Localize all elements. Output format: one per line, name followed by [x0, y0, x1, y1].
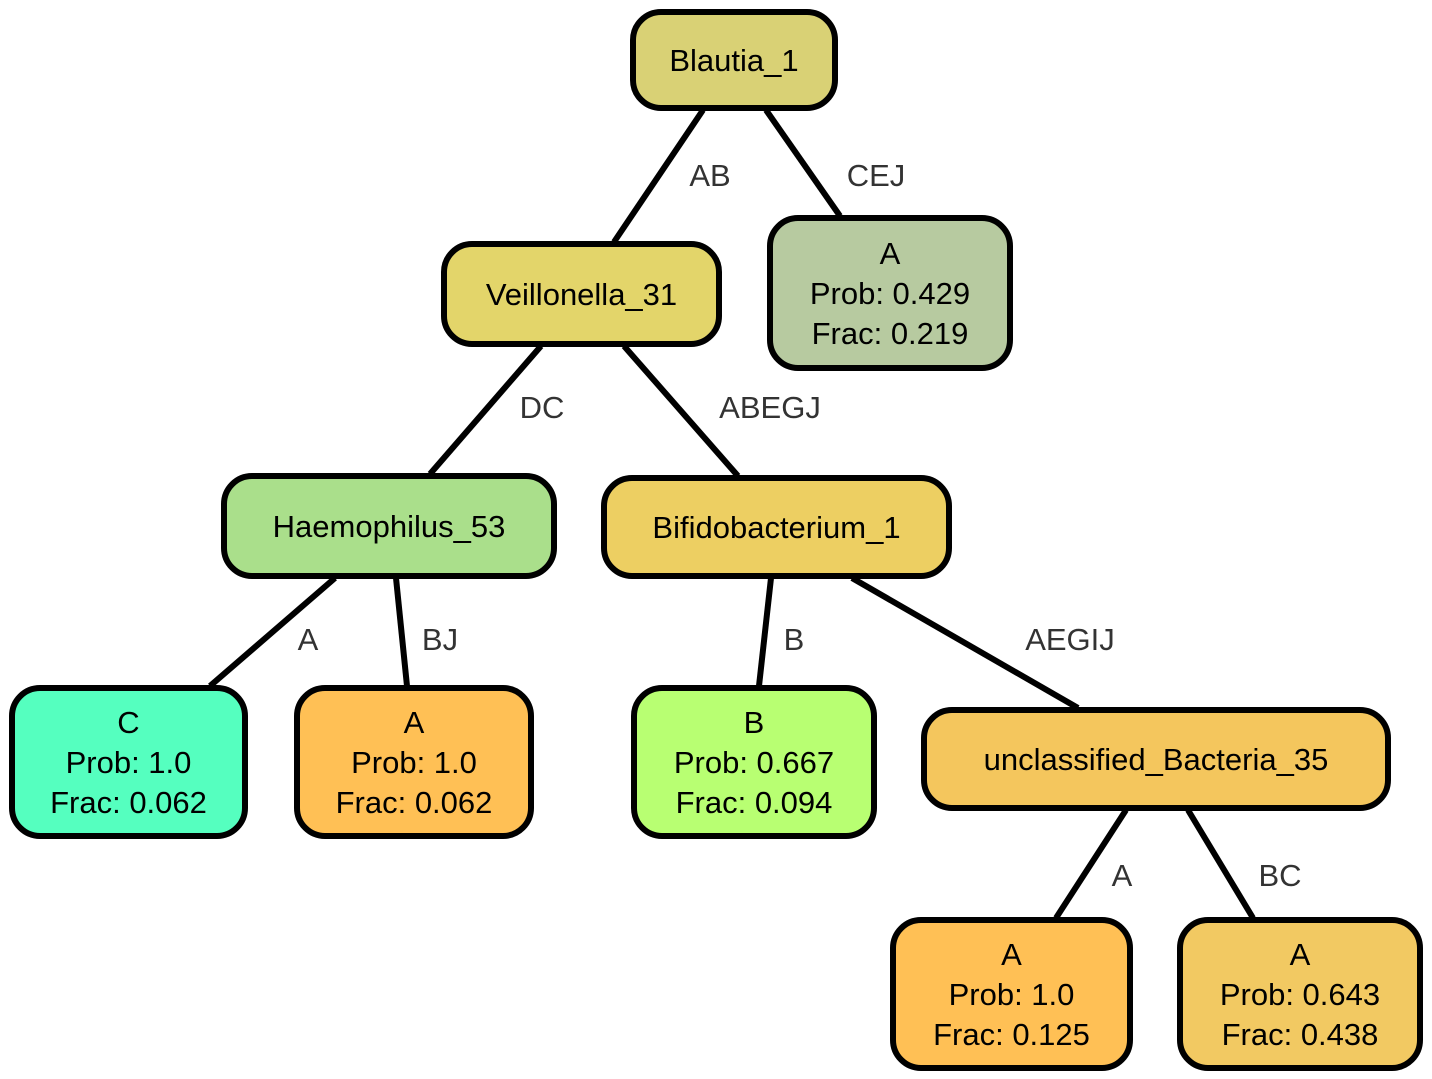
node-fraction: Frac: 0.062 [50, 785, 207, 820]
edge-line [427, 344, 544, 476]
node-title: A [1001, 937, 1022, 972]
node-title: A [1290, 937, 1311, 972]
node-title: A [404, 705, 425, 740]
edge-unclassified-leaf-a: A [1053, 808, 1133, 920]
edge-unclassified-leaf-a2: BC [1185, 808, 1302, 920]
node-box [767, 215, 1013, 371]
node-title: Blautia_1 [669, 43, 798, 78]
node-box [441, 241, 722, 347]
edge-line [611, 108, 706, 244]
edge-label: ABEGJ [719, 390, 821, 425]
edge-label: BC [1258, 858, 1301, 893]
edge-label: DC [520, 390, 565, 425]
node-fraction: Frac: 0.438 [1222, 1017, 1379, 1052]
node-box [9, 685, 248, 839]
node-box [630, 9, 838, 111]
node-bifidobacterium-1: Bifidobacterium_1 [601, 475, 952, 579]
edge-line [756, 577, 774, 687]
edge-line [393, 577, 410, 687]
node-probability: Prob: 0.667 [674, 745, 834, 780]
node-unclassified-bacteria-35: unclassified_Bacteria_35 [921, 707, 1391, 811]
edge-line [1185, 808, 1256, 920]
node-title: A [880, 236, 901, 271]
node-probability: Prob: 1.0 [66, 745, 192, 780]
edge-label: A [298, 622, 319, 657]
node-box [631, 685, 877, 839]
node-blautia-1: Blautia_1 [630, 9, 838, 111]
edge-line [208, 575, 337, 689]
edge-bifidobacterium-unclassified: AEGIJ [850, 575, 1115, 711]
node-box [601, 475, 952, 579]
edge-haemophilus-leaf-c: A [208, 575, 337, 689]
node-probability: Prob: 1.0 [949, 977, 1075, 1012]
node-fraction: Frac: 0.219 [812, 316, 969, 351]
node-box [890, 917, 1133, 1071]
node-box [294, 685, 534, 839]
node-fraction: Frac: 0.094 [676, 785, 833, 820]
edge-line [763, 108, 843, 218]
edge-line [850, 575, 1080, 711]
edge-label: AB [689, 158, 730, 193]
node-haemophilus-53: Haemophilus_53 [221, 473, 557, 579]
edge-label: AEGIJ [1025, 622, 1115, 657]
node-probability: Prob: 1.0 [351, 745, 477, 780]
edge-veillonella-haemophilus: DC [427, 344, 565, 476]
node-fraction: Frac: 0.062 [336, 785, 493, 820]
edge-veillonella-bifidobacterium: ABEGJ [621, 344, 821, 478]
edge-label: B [784, 622, 805, 657]
edge-label: CEJ [847, 158, 906, 193]
edge-haemophilus-leaf-a: BJ [393, 577, 458, 687]
node-fraction: Frac: 0.125 [933, 1017, 1090, 1052]
node-title: C [117, 705, 139, 740]
node-title: Bifidobacterium_1 [652, 510, 900, 545]
edge-bifidobacterium-leaf-b: B [756, 577, 805, 687]
node-title: Veillonella_31 [486, 277, 677, 312]
edge-line [621, 344, 741, 478]
edge-blautia-veillonella: AB [611, 108, 731, 244]
node-probability: Prob: 0.429 [810, 276, 970, 311]
node-box [1177, 917, 1423, 1071]
edge-label: BJ [422, 622, 458, 657]
node-title: Haemophilus_53 [273, 509, 506, 544]
edge-blautia-leaf-a: CEJ [763, 108, 906, 218]
node-box [921, 707, 1391, 811]
edge-label: A [1112, 858, 1133, 893]
node-title: unclassified_Bacteria_35 [984, 742, 1329, 777]
node-probability: Prob: 0.643 [1220, 977, 1380, 1012]
node-veillonella-31: Veillonella_31 [441, 241, 722, 347]
edge-line [1053, 808, 1129, 920]
node-title: B [744, 705, 765, 740]
node-box [221, 473, 557, 579]
